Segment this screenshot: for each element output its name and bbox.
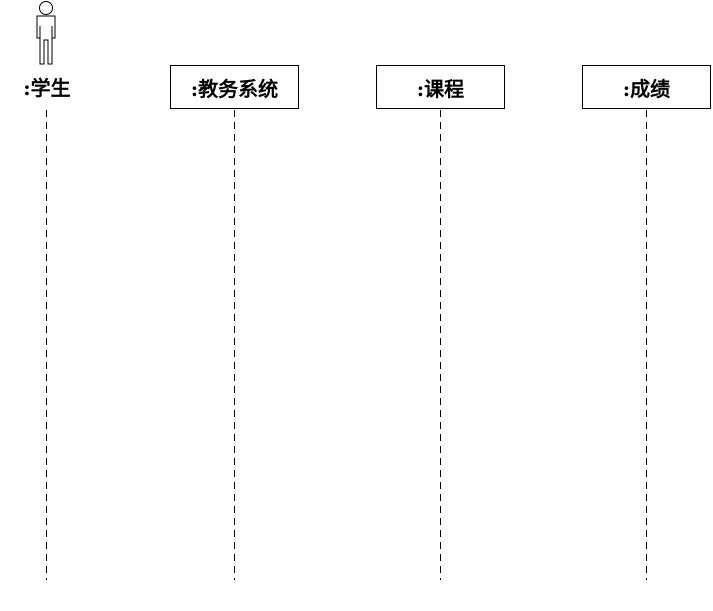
participant-grade-box: :成绩 [582, 65, 711, 109]
participant-grade-label: :成绩 [622, 76, 671, 101]
actor-student-label: :学生 [23, 76, 71, 100]
participant-system-box: :教务系统 [170, 65, 299, 109]
actor-stick-figure-icon [36, 1, 56, 65]
participant-course-box: :课程 [376, 65, 505, 109]
participant-course-label: :课程 [416, 76, 465, 101]
participant-system-label: :教务系统 [190, 76, 279, 101]
